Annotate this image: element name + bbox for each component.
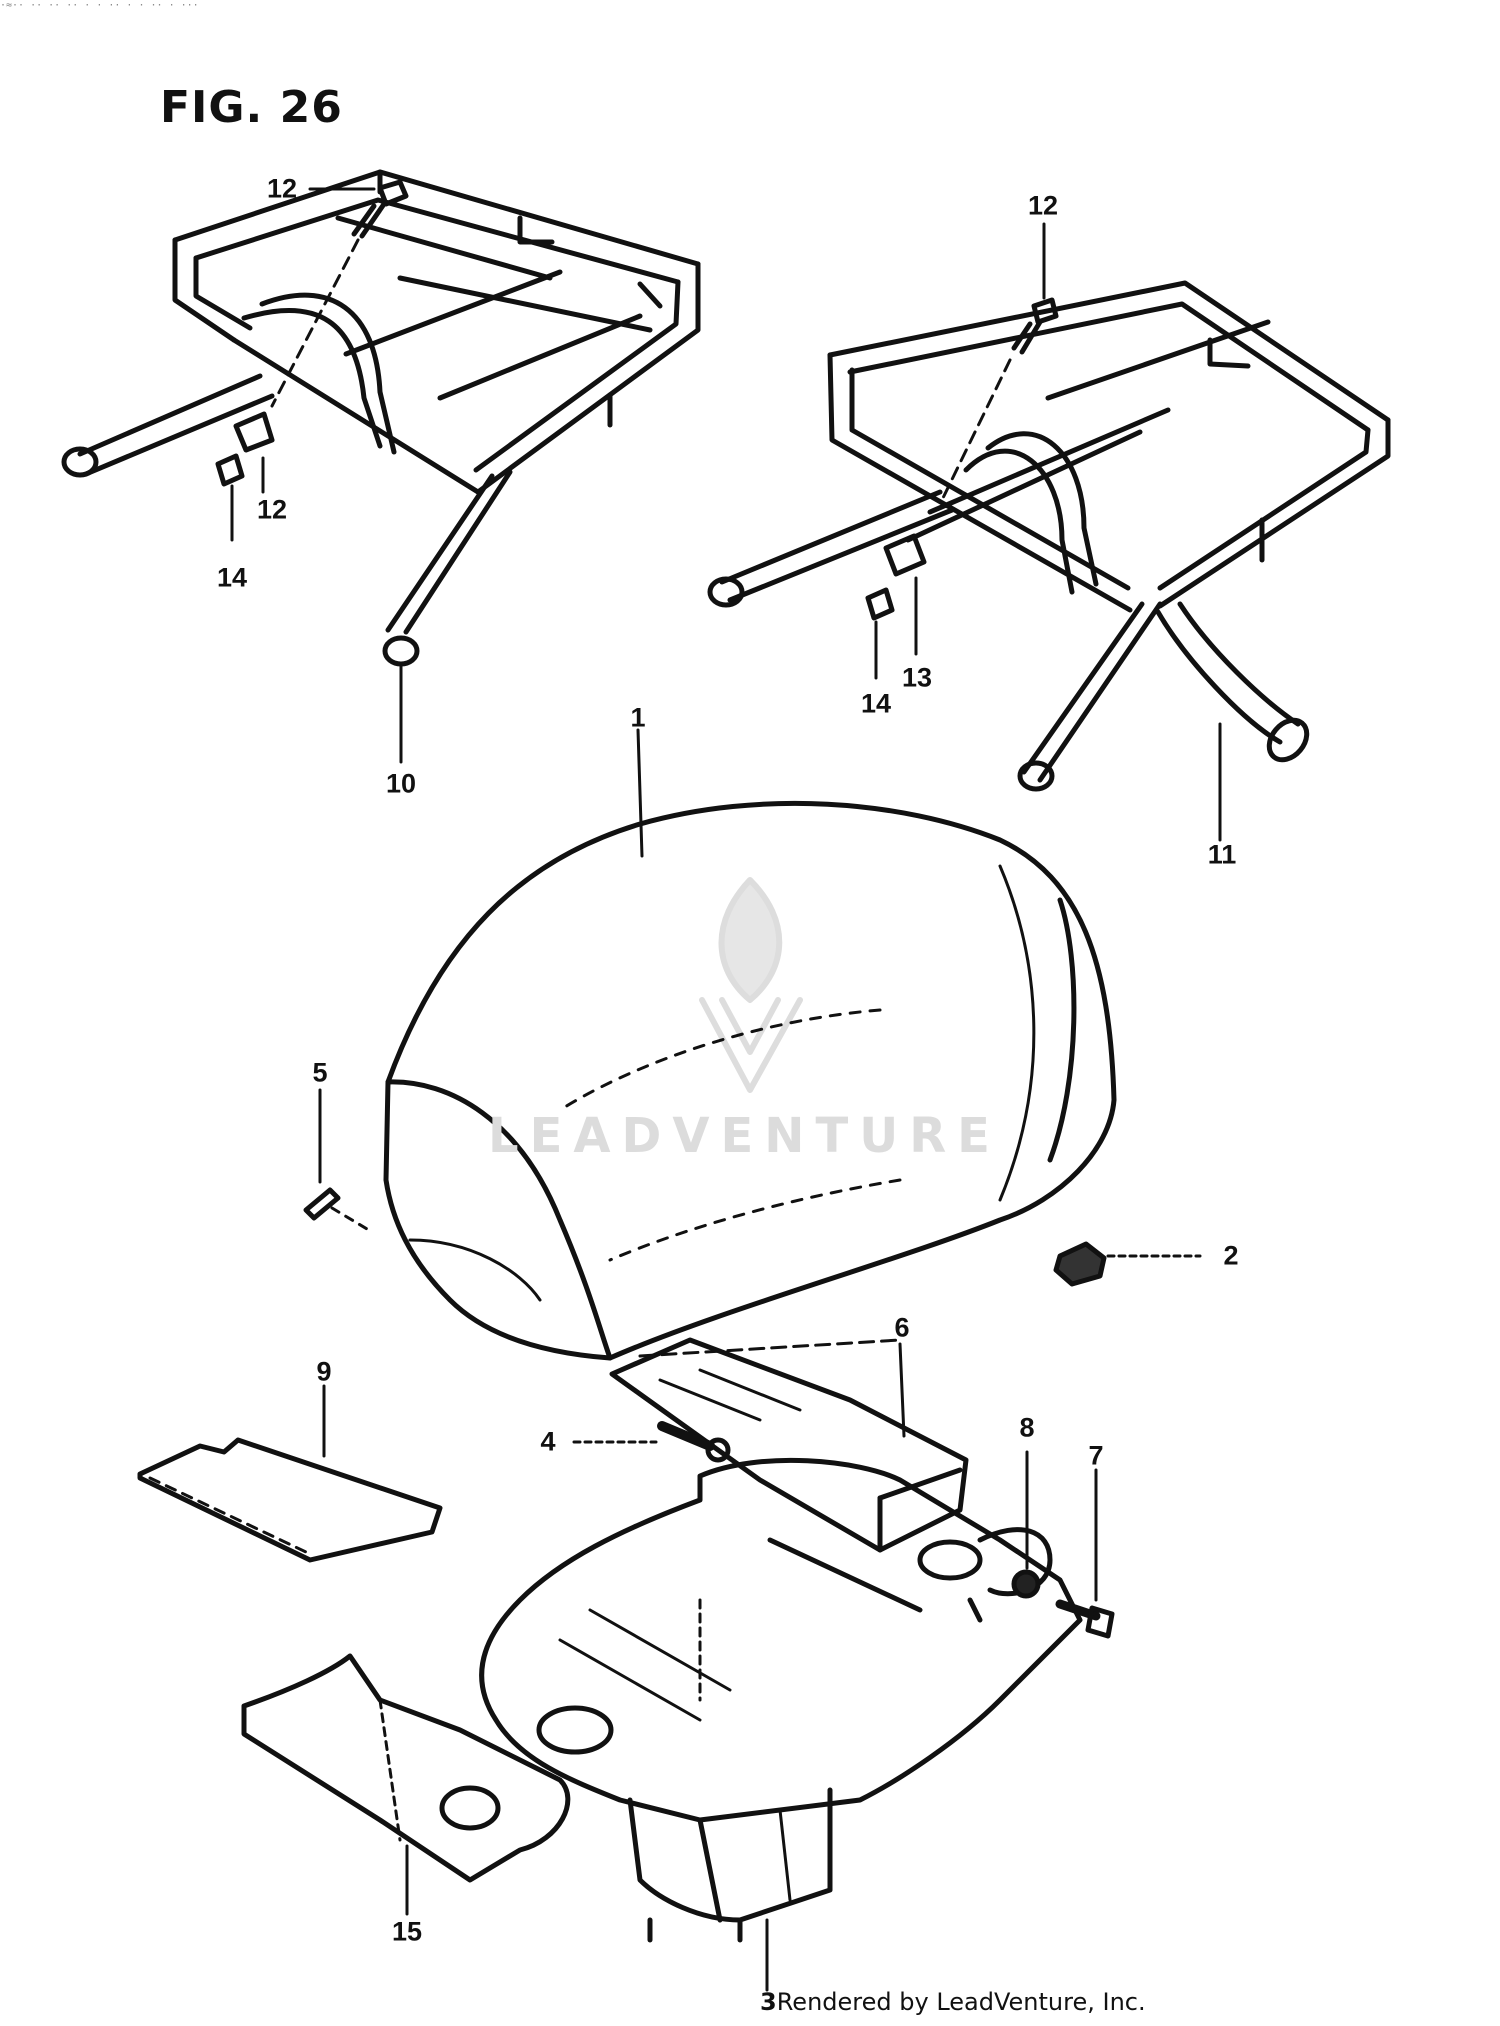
callout-8: 8 <box>1019 1412 1035 1443</box>
figure-title: FIG. 26 <box>160 82 343 133</box>
nut-2 <box>1053 1241 1107 1287</box>
callout-4: 4 <box>540 1426 556 1457</box>
callout-12-right: 12 <box>1027 190 1059 221</box>
callout-9: 9 <box>316 1356 332 1387</box>
bolt-12-right <box>940 297 1059 502</box>
bolt-12-left <box>270 179 409 408</box>
footer: 3Rendered by LeadVenture, Inc. <box>760 1988 1146 2016</box>
cover-15 <box>241 1653 571 1883</box>
callout-12-left-top: 12 <box>266 173 298 204</box>
spacer-14-left <box>215 453 245 487</box>
grommet-8 <box>1011 1569 1041 1599</box>
callout-12-left-bottom: 12 <box>256 494 288 525</box>
callout-14-right: 14 <box>860 688 892 719</box>
callout-15: 15 <box>391 1916 423 1947</box>
bolt-7 <box>1055 1599 1115 1639</box>
pad-9 <box>137 1437 443 1563</box>
callout-14-left: 14 <box>216 562 248 593</box>
scan-noise: ·≈·· ·· ·· ·· · · ·· · · ·· · ··· <box>0 0 199 11</box>
watermark-logo-icon <box>699 877 803 1093</box>
pin-5 <box>303 1187 374 1234</box>
callout-10: 10 <box>385 768 417 799</box>
cushion-12-left <box>233 411 275 453</box>
callout-7: 7 <box>1088 1440 1104 1471</box>
cover-6 <box>609 1337 969 1553</box>
carrier-11 <box>707 280 1391 792</box>
callout-13: 13 <box>901 662 933 693</box>
callout-11: 11 <box>1207 839 1237 870</box>
leader-lines <box>230 187 1222 1992</box>
watermark-text: LEADVENTURE <box>488 1108 1001 1164</box>
callout-6: 6 <box>894 1312 910 1343</box>
page-number: 3 <box>760 1988 777 2016</box>
spacer-14-right <box>865 587 895 621</box>
callout-1: 1 <box>630 702 646 733</box>
pin-4 <box>657 1421 731 1463</box>
cushion-13 <box>883 533 927 577</box>
footer-credit: Rendered by LeadVenture, Inc. <box>776 1988 1146 2016</box>
callout-2: 2 <box>1223 1240 1239 1271</box>
callout-5: 5 <box>312 1057 328 1088</box>
carrier-10 <box>61 169 701 667</box>
storage-tray <box>479 1457 1083 1943</box>
